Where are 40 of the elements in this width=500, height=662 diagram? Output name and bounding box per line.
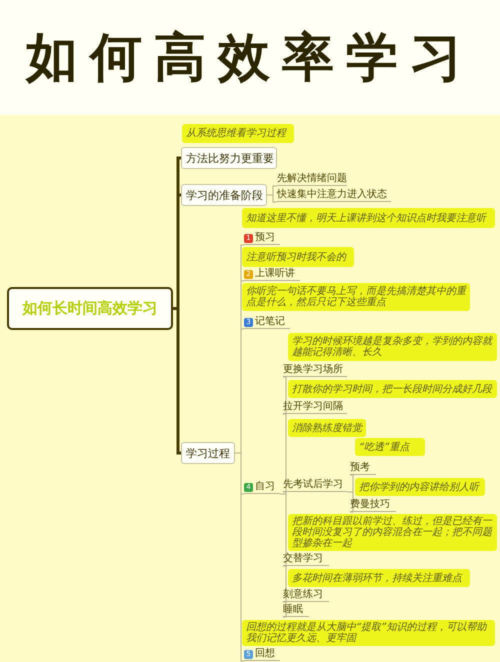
topic-box: 学习的准备阶段 [181,184,267,206]
subtopic-label: 先解决情绪问题 [277,173,347,186]
note-bubble: 学习的时候环境越是复杂多变，学到的内容就越能记得清晰、长久 [288,333,497,361]
subtopic-label: 费曼技巧 [350,499,396,512]
topic-text: 记笔记 [255,316,285,328]
page-title: 如何高效率学习 [26,26,474,90]
subtopic-label [244,316,290,329]
subtopic-label: 刻意练习 [283,589,329,602]
subtopic-label: 先考试后学习 [283,479,347,492]
subtopic-label [244,232,280,245]
note-bubble: 多花时间在薄弱环节，持续关注重难点 [288,569,470,587]
topic-text: 预习 [255,232,275,244]
topic-box: 方法比努力更重要 [181,147,277,169]
topic-text: 回想 [255,648,275,660]
connector-line [234,452,244,662]
topic-box: 学习过程 [181,442,235,464]
note-bubble: 从系统思维看学习过程 [182,124,294,143]
subtopic-label: 更换学习场所 [283,364,347,377]
subtopic-label: 快速集中注意力进入状态 [277,188,391,202]
note-bubble: 回想的过程就是从大脑中“提取”知识的过程，可以帮助我们记忆更久远、更牢固 [242,620,495,646]
subtopic-label [244,481,280,494]
note-bubble: 知道这里不懂，明天上课讲到这个知识点时我要注意听 [242,208,495,228]
note-bubble: 消除熟练度错觉 [288,419,366,437]
subtopic-label: 拉开学习间隔 [283,401,347,414]
topic-text: 上课听讲 [255,268,295,280]
subtopic-label: 预考 [350,462,376,475]
subtopic-label: 交替学习 [283,553,329,566]
note-bubble: 把你学到的内容讲给别人听 [355,478,485,496]
note-bubble: 打散你的学习时间，把一长段时间分成好几段 [288,380,497,398]
subtopic-label [244,268,300,281]
subtopic-label [244,648,280,661]
connector-line [266,194,278,202]
note-bubble: “吃透”重点 [355,438,425,456]
note-bubble: 你听完一句话不要马上写，而是先搞清楚其中的重点是什么，然后只记下这些重点 [242,283,470,311]
connector-line [346,492,354,512]
topic-text: 自习 [255,481,275,493]
subtopic-label: 睡眠 [283,604,309,617]
central-topic: 如何长时间高效学习 [7,287,173,330]
note-bubble: 注意听预习时我不会的 [242,247,354,267]
note-bubble: 把新的科目跟以前学过、练过，但是已经有一段时间没复习了的内容混合在一起；把不同题型掺杂在一起 [288,514,497,551]
